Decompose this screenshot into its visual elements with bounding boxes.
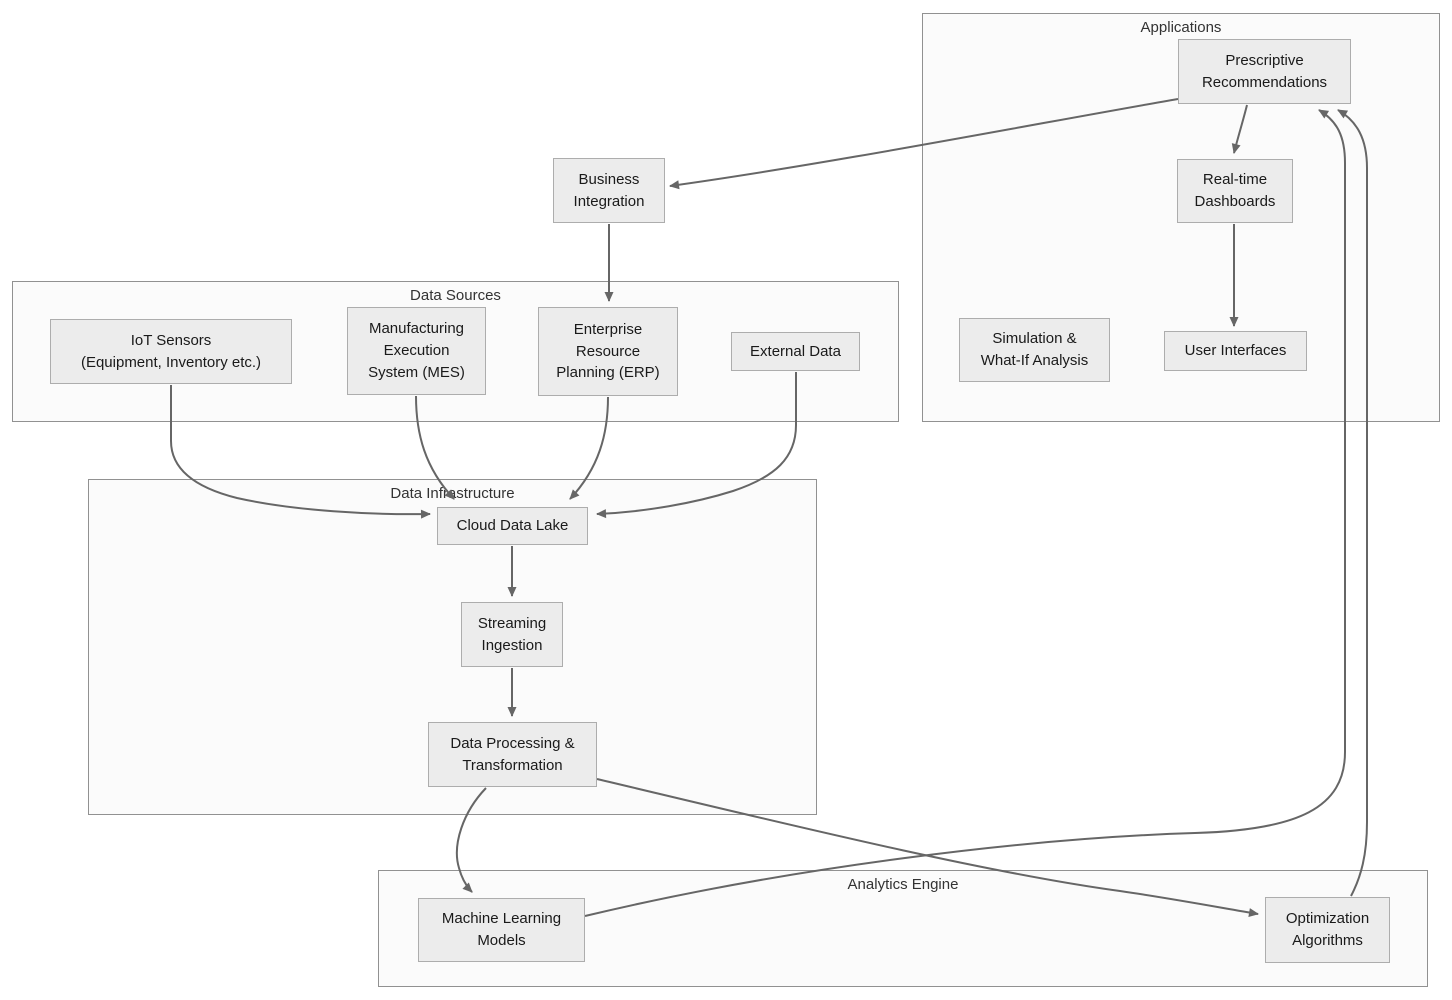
node-cloud-data-lake: Cloud Data Lake: [437, 507, 588, 545]
node-business-integration-label: Business Integration: [573, 170, 645, 210]
node-mes-label: Manufacturing Execution System (MES): [368, 320, 465, 381]
node-simulation-whatif-analysis: Simulation & What-If Analysis: [959, 318, 1110, 382]
node-realtime-dashboards: Real-time Dashboards: [1177, 159, 1293, 223]
container-data-sources-label: Data Sources: [410, 287, 501, 304]
node-realtime-dashboards-label: Real-time Dashboards: [1194, 171, 1276, 210]
node-prescriptive-recommendations-label: Prescriptive Recommendations: [1201, 51, 1328, 91]
node-data-processing-transformation-label: Data Processing & Transformation: [450, 734, 575, 774]
node-cloud-data-lake-label: Cloud Data Lake: [456, 517, 569, 535]
node-erp-label: Enterprise Resource Planning (ERP): [556, 320, 660, 382]
node-external-data-label: External Data: [750, 342, 841, 360]
node-optimization-algorithms: Optimization Algorithms: [1265, 897, 1390, 963]
node-machine-learning-models: Machine Learning Models: [418, 898, 585, 962]
container-data-infrastructure-label: Data Infrastructure: [390, 485, 515, 502]
node-mes: Manufacturing Execution System (MES): [347, 307, 486, 395]
node-iot-sensors: IoT Sensors (Equipment, Inventory etc.): [50, 319, 292, 384]
container-analytics-engine-label: Analytics Engine: [847, 876, 959, 893]
node-external-data: External Data: [731, 332, 860, 371]
node-iot-sensors-label: IoT Sensors (Equipment, Inventory etc.): [80, 331, 262, 371]
node-streaming-ingestion-label: Streaming Ingestion: [477, 614, 547, 654]
node-streaming-ingestion: Streaming Ingestion: [461, 602, 563, 667]
node-erp: Enterprise Resource Planning (ERP): [538, 307, 678, 396]
node-user-interfaces-label: User Interfaces: [1184, 342, 1287, 360]
node-simulation-whatif-analysis-label: Simulation & What-If Analysis: [980, 330, 1089, 369]
node-prescriptive-recommendations: Prescriptive Recommendations: [1178, 39, 1351, 104]
node-user-interfaces: User Interfaces: [1164, 331, 1307, 371]
container-applications-label: Applications: [1140, 19, 1222, 36]
node-machine-learning-models-label: Machine Learning Models: [441, 910, 562, 949]
node-business-integration: Business Integration: [553, 158, 665, 223]
node-data-processing-transformation: Data Processing & Transformation: [428, 722, 597, 787]
node-optimization-algorithms-label: Optimization Algorithms: [1285, 910, 1370, 949]
